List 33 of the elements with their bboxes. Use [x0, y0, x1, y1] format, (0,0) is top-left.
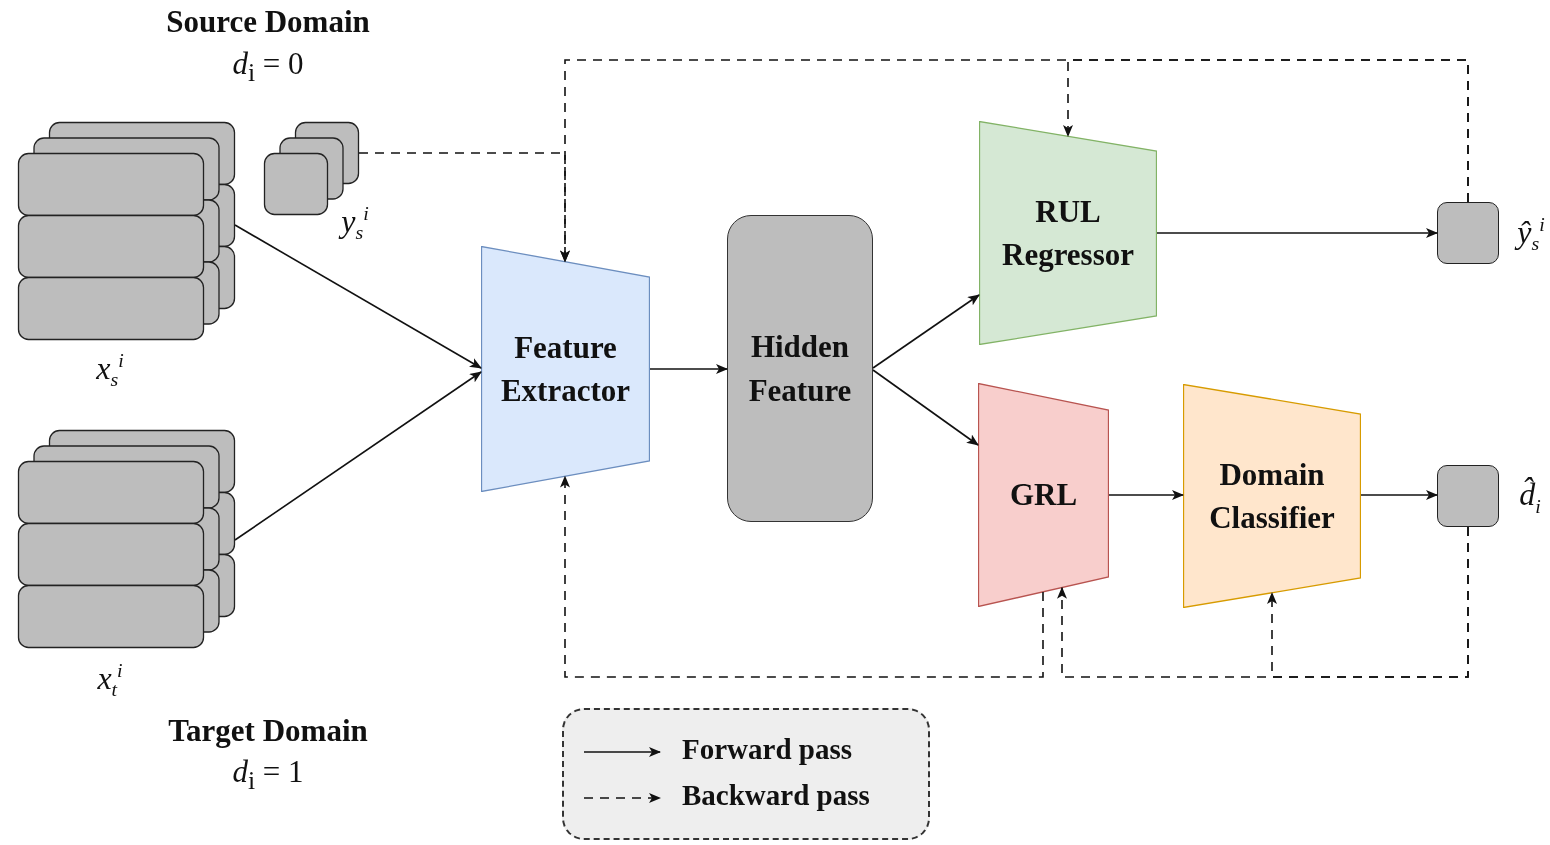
block-label: Domain Classifier [1208, 455, 1336, 537]
forward-arrow [872, 369, 979, 446]
forward-arrow [1108, 490, 1184, 500]
domain-title: Source Domain [166, 4, 370, 40]
domain-title: Target Domain [168, 713, 368, 749]
block-label: GRL [1008, 476, 1079, 515]
domain-equation: d$_{i}$ = 0 [232, 45, 304, 89]
backward-arrow [560, 475, 1044, 678]
input-stack-drawing [18, 122, 235, 340]
forward-arrow [1156, 228, 1438, 238]
forward-arrow [234, 371, 482, 541]
math-symbol: d̂$_{i}$ [1519, 476, 1541, 518]
extractor-block [481, 246, 650, 492]
block-label: Hidden Feature [747, 328, 853, 410]
forward-arrow [872, 294, 980, 369]
forward-arrow [234, 224, 482, 369]
block-label: Feature Extractor [499, 328, 632, 410]
forward-arrow [1360, 490, 1438, 500]
classifier-block [1183, 384, 1361, 608]
domain-equation: d$_{i}$ = 1 [232, 753, 304, 797]
input-stack-drawing [18, 430, 235, 648]
legend-label: Forward pass [682, 733, 852, 766]
output-block [1437, 465, 1499, 527]
legend-label: Backward pass [682, 779, 870, 812]
feature-block [727, 215, 873, 522]
output-block [1437, 202, 1499, 264]
label-stack-drawing [264, 122, 359, 215]
backward-arrow [1057, 526, 1469, 678]
block-label: RUL Regressor [1001, 192, 1135, 274]
grl-block [978, 383, 1109, 607]
regressor-block [979, 121, 1157, 345]
forward-arrow [649, 364, 728, 374]
backward-arrow [1063, 59, 1469, 203]
